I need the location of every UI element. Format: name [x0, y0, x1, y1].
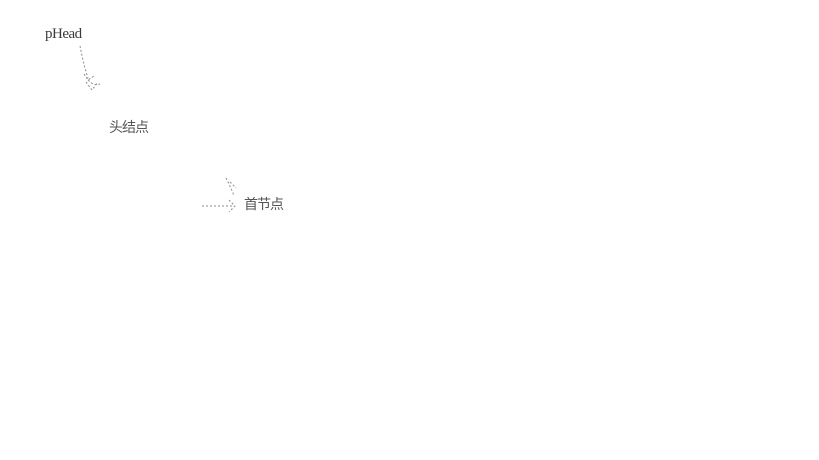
- arrow-phead-to-head-node: [79, 45, 101, 91]
- head-node-label: 头结点: [109, 120, 149, 136]
- arrow-to-first-node: [202, 177, 237, 213]
- phead-label: pHead: [45, 26, 82, 42]
- first-node-label: 首节点: [244, 197, 284, 213]
